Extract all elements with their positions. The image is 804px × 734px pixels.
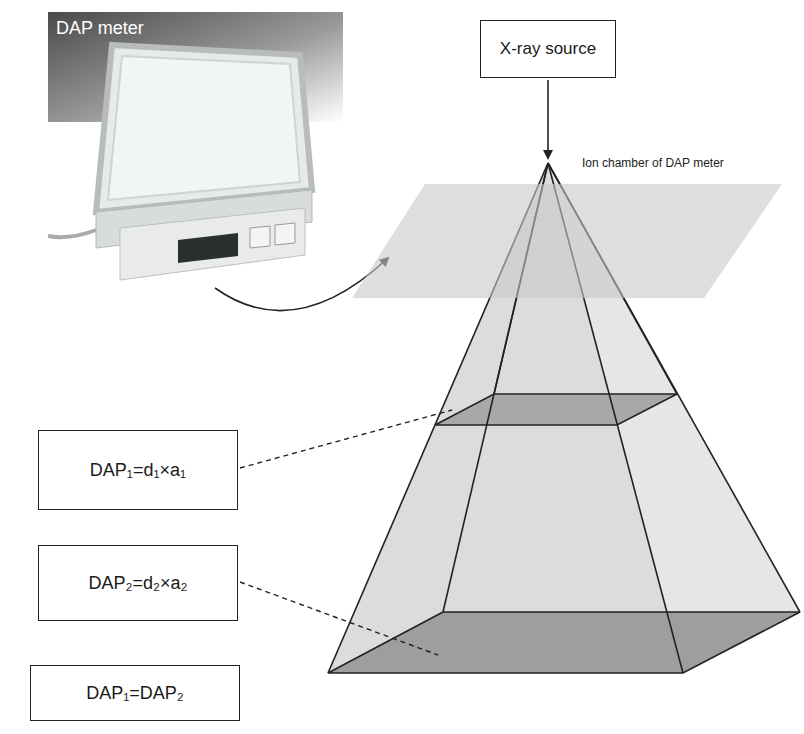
leader-line [240, 582, 438, 655]
box-text: DAP₁=d₁×a₁ [90, 460, 186, 481]
ion-chamber-plane [352, 184, 782, 298]
box-text: DAP₁=DAP₂ [86, 683, 184, 704]
formula-box: DAP₁=d₁×a₁ [38, 430, 238, 510]
leader-line [240, 410, 452, 468]
equation-box: DAP₁=DAP₂ [30, 665, 240, 721]
box-text: DAP₂=d₂×a₂ [88, 573, 187, 594]
photo-title: DAP meter [56, 18, 144, 39]
x-ray-beam-pyramid [328, 163, 800, 673]
formula-box: DAP₂=d₂×a₂ [38, 545, 238, 621]
box-text: X-ray source [500, 39, 596, 59]
source-box: X-ray source [480, 20, 616, 78]
part-label: Ion chamber of DAP meter [582, 156, 724, 170]
dap-meter-device [48, 45, 312, 280]
beam-arrow [547, 80, 549, 158]
